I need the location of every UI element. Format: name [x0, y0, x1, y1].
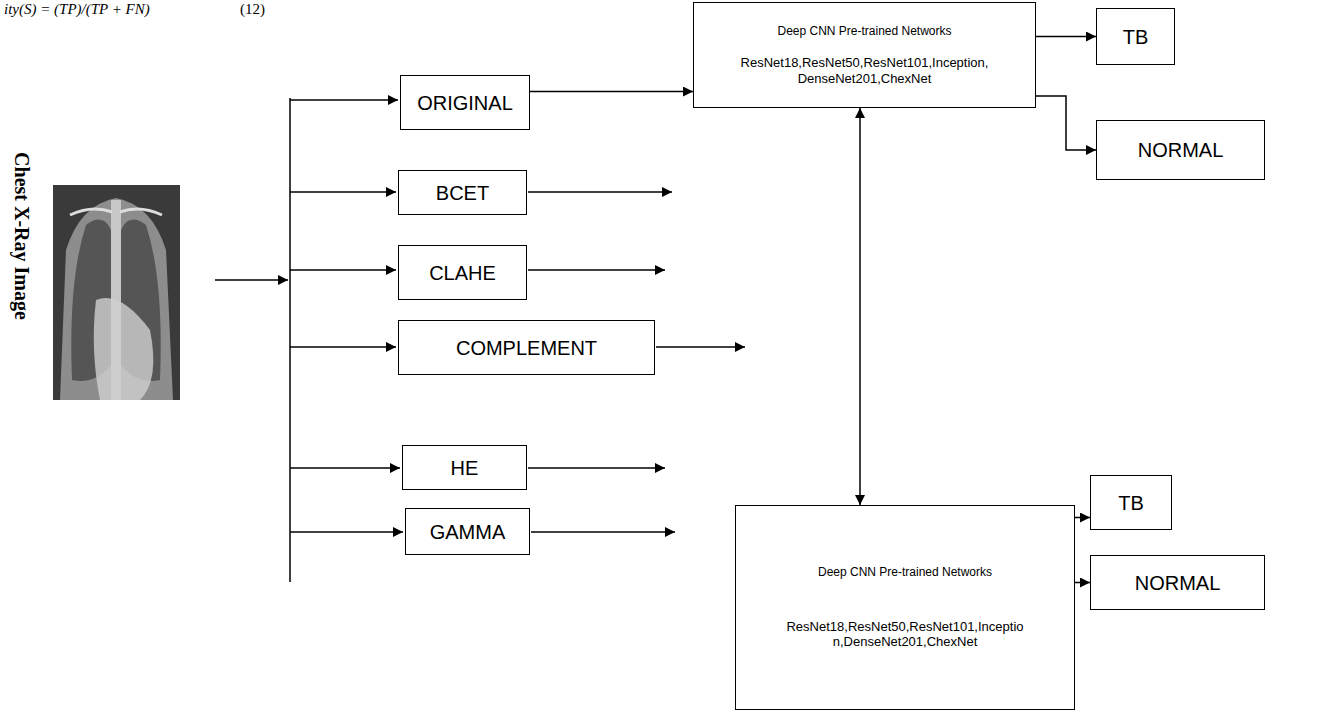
- class-box: TB: [1090, 475, 1172, 530]
- enhancement-box: CLAHE: [398, 245, 527, 300]
- flow-arrow: [530, 91, 693, 93]
- enhancement-box: GAMMA: [405, 508, 530, 555]
- class-box: TB: [1096, 8, 1175, 65]
- enhancement-box: COMPLEMENT: [398, 320, 655, 375]
- box-label: NORMAL: [1135, 571, 1221, 595]
- box-label: ORIGINAL: [417, 91, 513, 115]
- box-label: BCET: [436, 181, 489, 205]
- flow-arrow: [1036, 96, 1096, 150]
- flow-arrow: [1075, 582, 1090, 584]
- box-label: GAMMA: [430, 520, 506, 544]
- image-label: Chest X-Ray Image: [10, 152, 33, 320]
- box-body: ResNet18,ResNet50,ResNet101,Inceptio n,D…: [756, 619, 1054, 650]
- input-wires: [215, 98, 745, 582]
- box-label: HE: [451, 456, 479, 480]
- box-label: Deep CNN Pre-trained Networks: [818, 565, 992, 579]
- box-label: TB: [1118, 491, 1144, 515]
- flow-arrow: [1036, 36, 1096, 38]
- box-label: TB: [1123, 25, 1149, 49]
- box-label: NORMAL: [1138, 138, 1224, 162]
- enhancement-box: HE: [402, 445, 527, 490]
- cnn-box: Deep CNN Pre-trained NetworksResNet18,Re…: [735, 505, 1075, 710]
- xray-image: [53, 185, 180, 400]
- box-body: ResNet18,ResNet50,ResNet101,Inception, D…: [704, 55, 1025, 86]
- enhancement-box: BCET: [398, 170, 527, 215]
- box-label: CLAHE: [429, 261, 496, 285]
- flow-arrow: [1075, 517, 1090, 519]
- equation-number: (12): [240, 1, 265, 18]
- enhancement-box: ORIGINAL: [400, 75, 530, 130]
- box-label: COMPLEMENT: [456, 336, 597, 360]
- cnn-box: Deep CNN Pre-trained NetworksResNet18,Re…: [693, 2, 1036, 108]
- class-box: NORMAL: [1090, 555, 1265, 610]
- class-box: NORMAL: [1096, 120, 1265, 180]
- box-label: Deep CNN Pre-trained Networks: [777, 24, 951, 38]
- flow-arrow: [859, 108, 861, 505]
- equation-text: ity(S) = (TP)/(TP + FN): [4, 1, 150, 18]
